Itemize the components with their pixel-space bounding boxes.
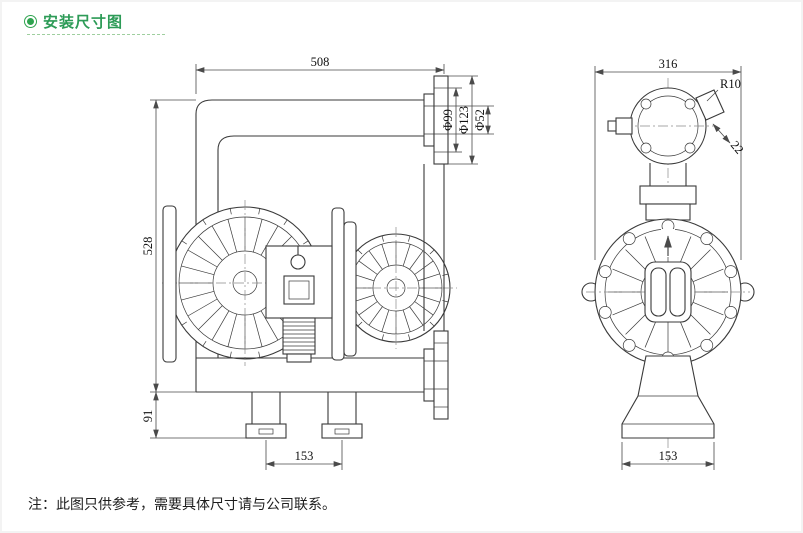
dim-foot-span-label: 153 — [295, 449, 314, 463]
dim-bracket-width-label: 22 — [728, 138, 747, 157]
dim-flange-bore-label: Φ52 — [473, 109, 487, 131]
corner-bracket — [695, 89, 725, 121]
dim-side-width-label: 316 — [659, 57, 678, 71]
bottom-manifold — [196, 357, 424, 393]
dim-top-width-label: 508 — [311, 55, 330, 69]
flow-arrow — [661, 229, 675, 257]
side-view-drawing: 316 R10 22 153 — [581, 57, 755, 470]
muffler-ribs — [283, 321, 315, 351]
dim-bolt-circle-label: Φ99 — [441, 109, 455, 131]
section-title: 安装尺寸图 — [43, 14, 124, 31]
neck — [639, 163, 697, 221]
front-view-drawing: 508 Φ99 Φ123 Φ52 528 — [141, 55, 494, 470]
dim-fillet-radius-label: R10 — [720, 77, 741, 91]
header-divider — [27, 34, 165, 35]
center-window — [644, 261, 692, 323]
dim-height-label: 528 — [141, 237, 155, 256]
dim-flange-od-label: Φ123 — [457, 106, 471, 134]
dim-side-foot-span-label: 153 — [659, 449, 678, 463]
green-dot-icon — [27, 18, 34, 25]
clamp-bars — [162, 205, 357, 363]
note-text: 注：此图只供参考，需要具体尺寸请与公司联系。 — [28, 498, 336, 513]
pump-feet — [245, 392, 363, 439]
dim-base-height-label: 91 — [141, 410, 155, 423]
muffler — [282, 317, 316, 355]
pump-stand — [621, 355, 715, 439]
top-flange — [607, 87, 725, 165]
front-view-dimensions: 508 Φ99 Φ123 Φ52 528 — [141, 55, 494, 470]
right-flange-column — [423, 75, 449, 420]
side-view-dimensions: 316 R10 22 153 — [594, 57, 747, 470]
right-diaphragm-chamber — [335, 227, 457, 349]
center-air-section — [265, 245, 333, 363]
section-header: 安装尺寸图 — [27, 11, 123, 32]
